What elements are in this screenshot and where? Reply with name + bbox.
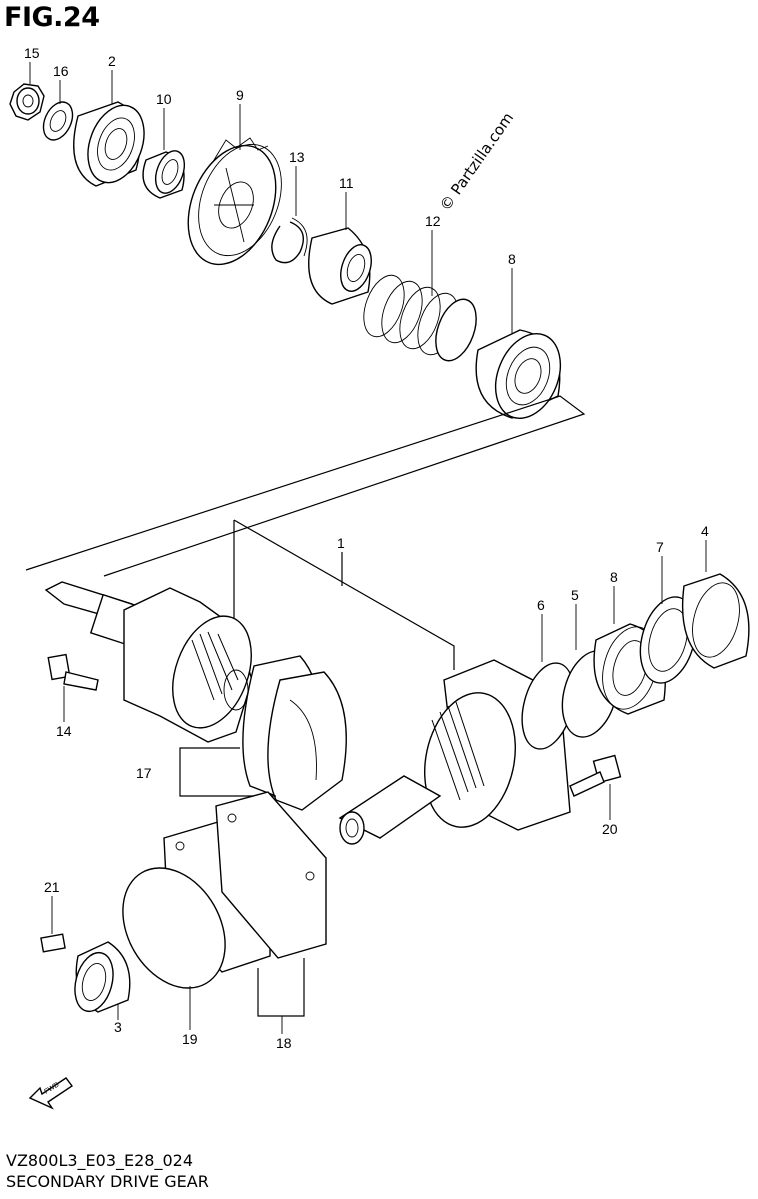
part-17-gaskets[interactable] bbox=[242, 655, 347, 811]
callout-21: 21 bbox=[44, 879, 60, 895]
part-19-o-ring[interactable] bbox=[102, 850, 246, 1007]
callout-9: 9 bbox=[236, 87, 244, 103]
figure-title: FIG.24 bbox=[4, 2, 100, 33]
part-13-circlip[interactable] bbox=[271, 217, 308, 264]
callout-16: 16 bbox=[53, 63, 69, 79]
part-16-washer[interactable] bbox=[38, 97, 78, 144]
callout-2: 2 bbox=[108, 53, 116, 69]
callout-8-upper: 8 bbox=[508, 251, 516, 267]
callout-11: 11 bbox=[339, 175, 354, 191]
assembly-guide-line bbox=[25, 395, 586, 577]
part-12-spring[interactable] bbox=[356, 270, 484, 366]
callout-6: 6 bbox=[537, 597, 545, 613]
callout-19: 19 bbox=[182, 1031, 198, 1047]
part-3-needle-bearing[interactable] bbox=[69, 941, 131, 1016]
fwd-arrow-icon: FWD bbox=[28, 1077, 74, 1110]
part-1-drive-gear-left[interactable] bbox=[44, 581, 266, 743]
callout-1: 1 bbox=[337, 535, 345, 551]
part-9-gear[interactable] bbox=[172, 132, 297, 277]
part-11-cam[interactable] bbox=[308, 227, 377, 305]
diagram-name: SECONDARY DRIVE GEAR bbox=[6, 1172, 209, 1191]
callout-13: 13 bbox=[289, 149, 305, 165]
callout-4: 4 bbox=[701, 523, 709, 539]
part-2-bearing[interactable] bbox=[73, 98, 154, 191]
callout-20: 20 bbox=[602, 821, 618, 837]
callout-7: 7 bbox=[656, 539, 664, 555]
part-21-dowel-pin[interactable] bbox=[40, 933, 66, 953]
part-14-bolt[interactable] bbox=[47, 653, 99, 691]
callout-17: 17 bbox=[136, 765, 152, 781]
callout-5: 5 bbox=[571, 587, 579, 603]
callout-3: 3 bbox=[114, 1019, 122, 1035]
part-10-bushing[interactable] bbox=[142, 147, 190, 199]
callout-18: 18 bbox=[276, 1035, 292, 1051]
callout-12: 12 bbox=[425, 213, 441, 229]
part-8-bearing-upper[interactable] bbox=[475, 324, 572, 428]
callout-14: 14 bbox=[56, 723, 72, 739]
part-15-nut[interactable] bbox=[9, 83, 45, 121]
callout-8-lower: 8 bbox=[610, 569, 618, 585]
part-20-bolt[interactable] bbox=[569, 754, 622, 797]
model-code: VZ800L3_E03_E28_024 bbox=[6, 1151, 194, 1170]
part-4-nut[interactable] bbox=[681, 573, 750, 669]
callout-15: 15 bbox=[24, 45, 40, 61]
callout-10: 10 bbox=[156, 91, 172, 107]
part-1-bracket-2 bbox=[233, 519, 455, 670]
